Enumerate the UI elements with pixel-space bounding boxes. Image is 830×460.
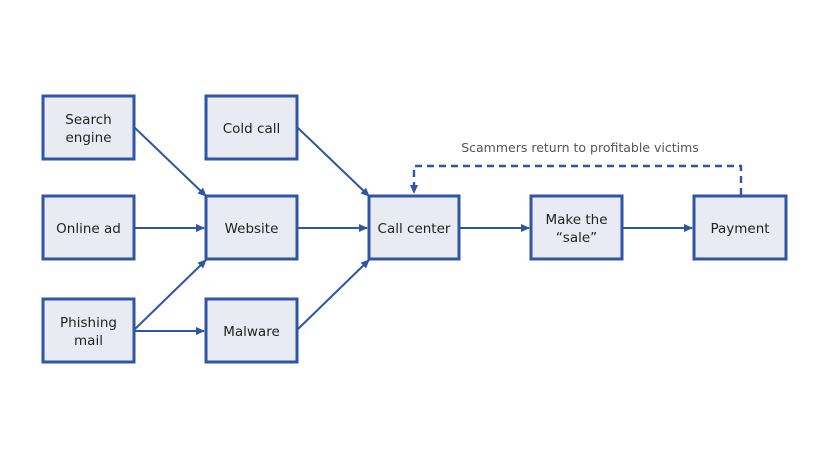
node-malware-label: Malware: [223, 324, 280, 340]
node-call-center-label: Call center: [378, 221, 451, 237]
node-make-sale-label: Make the“sale”: [545, 212, 607, 246]
feedback-label: Scammers return to profitable victims: [461, 140, 699, 155]
edge-search-engine-to-website: [133, 126, 207, 197]
edge-payment-feedback-to-call-center: [410, 164, 743, 195]
node-phishing-mail-box: [41, 297, 136, 364]
edge-phishing-mail-to-website: [133, 259, 207, 331]
node-payment-box: [692, 194, 788, 261]
node-online-ad-label: Online ad: [56, 221, 121, 237]
node-payment: Payment: [692, 194, 788, 261]
node-call-center: Call center: [367, 194, 461, 261]
node-malware: Malware: [204, 297, 299, 364]
node-online-ad: Online ad: [41, 194, 136, 261]
node-make-sale-box: [529, 194, 624, 261]
node-call-center-box: [367, 194, 461, 261]
node-website-label: Website: [225, 221, 279, 237]
node-cold-call: Cold call: [204, 94, 299, 161]
node-malware-box: [204, 297, 299, 364]
node-make-sale: Make the“sale”: [529, 194, 624, 261]
node-online-ad-box: [41, 194, 136, 261]
edge-cold-call-to-call-center: [296, 126, 370, 197]
node-website-box: [204, 194, 299, 261]
node-search-engine-box: [41, 94, 136, 161]
node-cold-call-label: Cold call: [223, 121, 281, 137]
node-cold-call-box: [204, 94, 299, 161]
node-payment-label: Payment: [710, 221, 769, 237]
edge-malware-to-call-center: [296, 259, 370, 331]
edges: [133, 126, 743, 335]
node-website: Website: [204, 194, 299, 261]
